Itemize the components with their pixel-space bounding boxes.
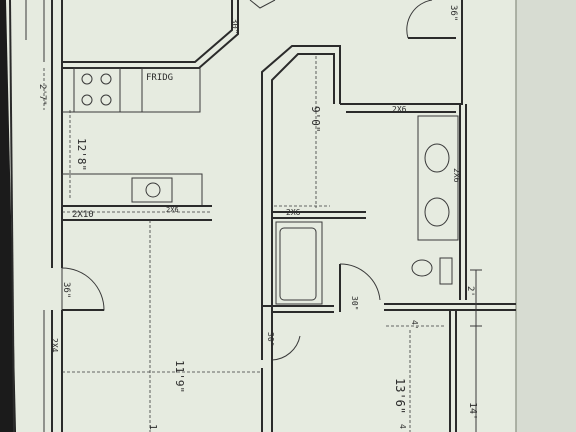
vanity-area <box>340 0 467 300</box>
top-right-door <box>406 0 456 39</box>
label-door-bath: 30" <box>350 296 359 310</box>
label-dim-27: 2'7" <box>37 84 47 106</box>
label-living-dim: 11'9" <box>173 360 186 393</box>
label-right-14: 14' <box>467 402 478 420</box>
left-exterior-wall <box>9 0 63 432</box>
label-header-tub: 2X6 <box>286 208 301 217</box>
label-bottom-136: 13'6" <box>393 378 407 414</box>
label-header-counter-small: 2X6 <box>166 206 179 214</box>
label-entry-door: 36" <box>61 282 71 298</box>
bath-door <box>339 263 381 312</box>
label-door-top-right: 36" <box>448 5 458 21</box>
label-dim-24: 2X4 <box>50 338 59 353</box>
middle-door <box>261 335 301 432</box>
label-header-top: 2X6 <box>392 105 407 114</box>
tub-wall <box>261 45 366 360</box>
label-tub-wall: 9'0" <box>309 106 322 133</box>
label-fridge: FRIDG <box>146 73 173 83</box>
label-kitchen-depth: 12'8" <box>75 138 88 171</box>
entry-door-swing <box>61 267 105 311</box>
paper-sheet <box>6 0 576 432</box>
label-header-vanity: 2X6 <box>452 168 461 183</box>
label-closet-door: 30" <box>229 18 239 34</box>
label-header-counter: 2X10 <box>72 210 94 220</box>
angled-wall-top <box>62 0 276 69</box>
bathtub <box>262 221 334 313</box>
label-door-mid: 30" <box>266 332 275 346</box>
label-right-4: 4' <box>410 320 419 330</box>
lower-right-walls <box>384 269 516 432</box>
label-right-edge: 4 <box>398 424 407 429</box>
kitchen-counter <box>61 173 212 221</box>
label-bottom-cut: 1 <box>147 424 158 430</box>
label-right-2: 2' <box>465 286 475 297</box>
